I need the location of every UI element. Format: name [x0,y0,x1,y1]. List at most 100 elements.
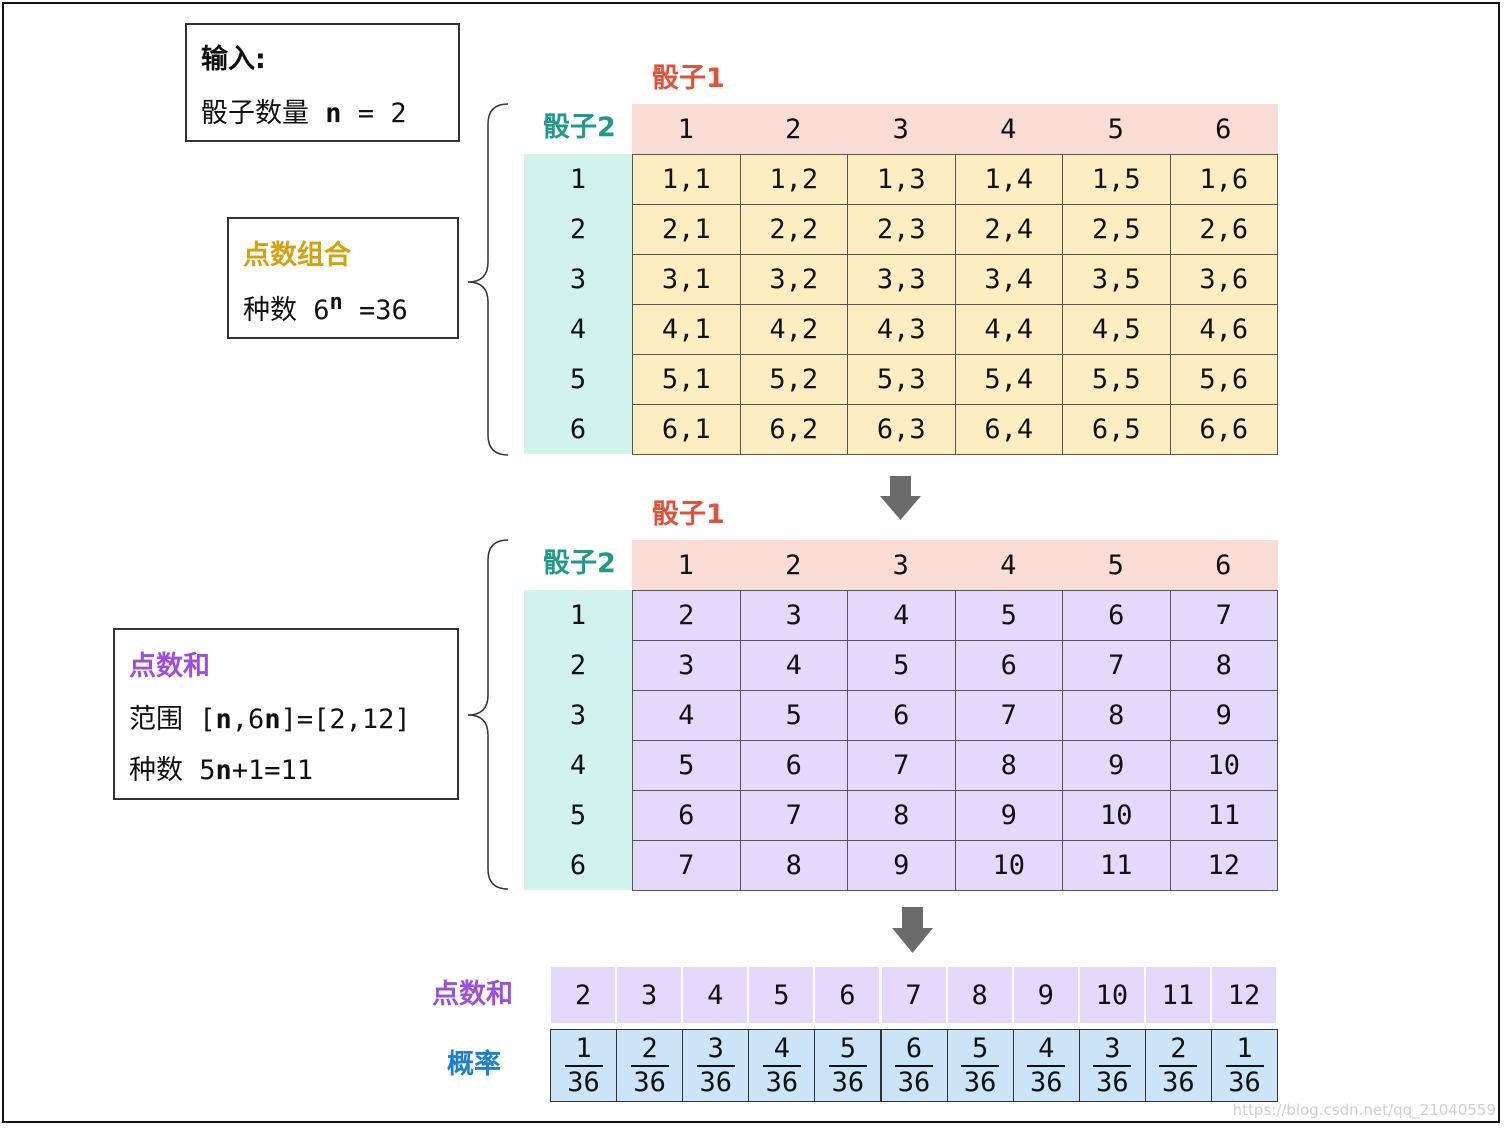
dice-count-value: 2 [390,98,407,129]
fraction-bar [1093,1064,1132,1067]
table-cell: 3,3 [847,254,956,305]
input-box: 输入: 骰子数量 n = 2 [185,23,460,142]
sum-value-cell: 4 [682,966,749,1024]
die1-face: 2 [785,549,802,581]
table-cell: 8 [954,740,1063,791]
prob-denominator: 36 [897,1066,931,1098]
prob-row-label: 概率 [447,1049,501,1080]
prob-denominator: 36 [1029,1066,1063,1098]
sum-value-cell: 3 [616,966,683,1024]
range-rest: ]=[2,12] [280,704,411,735]
table-cell: 10 [1062,790,1171,841]
sum-value-cell: 2 [550,966,617,1024]
sum-count-line: 种数 5n+1=11 [129,754,313,788]
die2-header-band [524,590,632,890]
die2-face: 3 [569,699,587,731]
table-cell: 9 [954,790,1063,841]
combo-count-label: 种数 [243,295,297,326]
table-cell: 1,3 [847,154,956,205]
sum-value-cell: 11 [1144,966,1211,1024]
table-cell: 7 [954,690,1063,741]
die1-header-band [632,540,1278,590]
table-cell: 2,1 [632,204,741,255]
table-cell: 8 [739,840,848,891]
prob-numerator: 3 [707,1032,724,1064]
sum-value-cell: 7 [880,966,947,1024]
table-cell: 6 [1062,590,1171,641]
curly-brace-icon [467,539,509,890]
combo-title: 点数组合 [243,240,351,271]
fraction-bar [630,1064,669,1067]
die1-label-bottom: 骰子1 [652,499,725,530]
prob-denominator: 36 [765,1066,799,1098]
dice-count-label: 骰子数量 [201,98,309,129]
down-arrow-icon [880,476,921,520]
fraction-bar [1027,1064,1066,1067]
fraction-bar [828,1064,867,1067]
range-label: 范围 [129,704,183,735]
die1-face: 3 [892,549,909,581]
die1-face: 5 [1107,113,1124,145]
sum-range-line: 范围 [n,6n]=[2,12] [129,703,411,737]
combo-result: =36 [359,295,408,326]
die1-face: 1 [677,549,694,581]
die1-face: 6 [1215,549,1232,581]
sum-title: 点数和 [129,651,210,682]
fraction-bar [1159,1064,1198,1067]
die1-face: 4 [1000,549,1017,581]
die2-face: 1 [569,163,587,195]
die2-face: 5 [569,363,587,395]
die2-header-band [524,154,632,454]
sum-value-cell: 6 [814,966,881,1024]
table-cell: 4 [739,640,848,691]
die2-face: 3 [569,263,587,295]
table-cell: 5,3 [847,354,956,405]
table-cell: 5,6 [1169,354,1278,405]
count-pre: 5 [199,755,216,786]
table-cell: 7 [632,840,741,891]
table-cell: 6,5 [1062,404,1171,455]
die1-label-top: 骰子1 [652,63,725,94]
die1-header-band [632,104,1278,154]
die2-face: 2 [569,213,587,245]
sum-value-cell: 9 [1012,966,1079,1024]
table-cell: 8 [847,790,956,841]
prob-numerator: 5 [972,1032,989,1064]
prob-numerator: 4 [773,1032,790,1064]
table-cell: 3 [739,590,848,641]
table-cell: 8 [1062,690,1171,741]
prob-numerator: 5 [839,1032,857,1064]
range-n: n [215,704,232,735]
prob-denominator: 36 [1228,1066,1261,1098]
die1-face: 2 [785,113,802,145]
range-open: [ [199,704,216,735]
fraction-bar [564,1064,603,1067]
table-cell: 5,4 [954,354,1063,405]
table-cell: 11 [1169,790,1278,841]
count-n: n [215,755,232,786]
prob-numerator: 4 [1038,1032,1055,1064]
die2-face: 2 [569,649,587,681]
range-n2: n [264,704,281,735]
die2-label-top: 骰子2 [543,112,616,143]
prob-numerator: 2 [641,1032,658,1064]
prob-numerator: 1 [1236,1032,1253,1064]
prob-denominator: 36 [1096,1066,1129,1098]
dice-count-line: 骰子数量 n = 2 [201,97,407,131]
die2-face: 4 [569,313,587,345]
combo-base: 6 [313,295,330,326]
table-cell: 5 [954,590,1063,641]
table-cell: 3,5 [1062,254,1171,305]
combo-count-line: 种数 6n =36 [243,290,408,330]
die1-face: 5 [1107,549,1124,581]
